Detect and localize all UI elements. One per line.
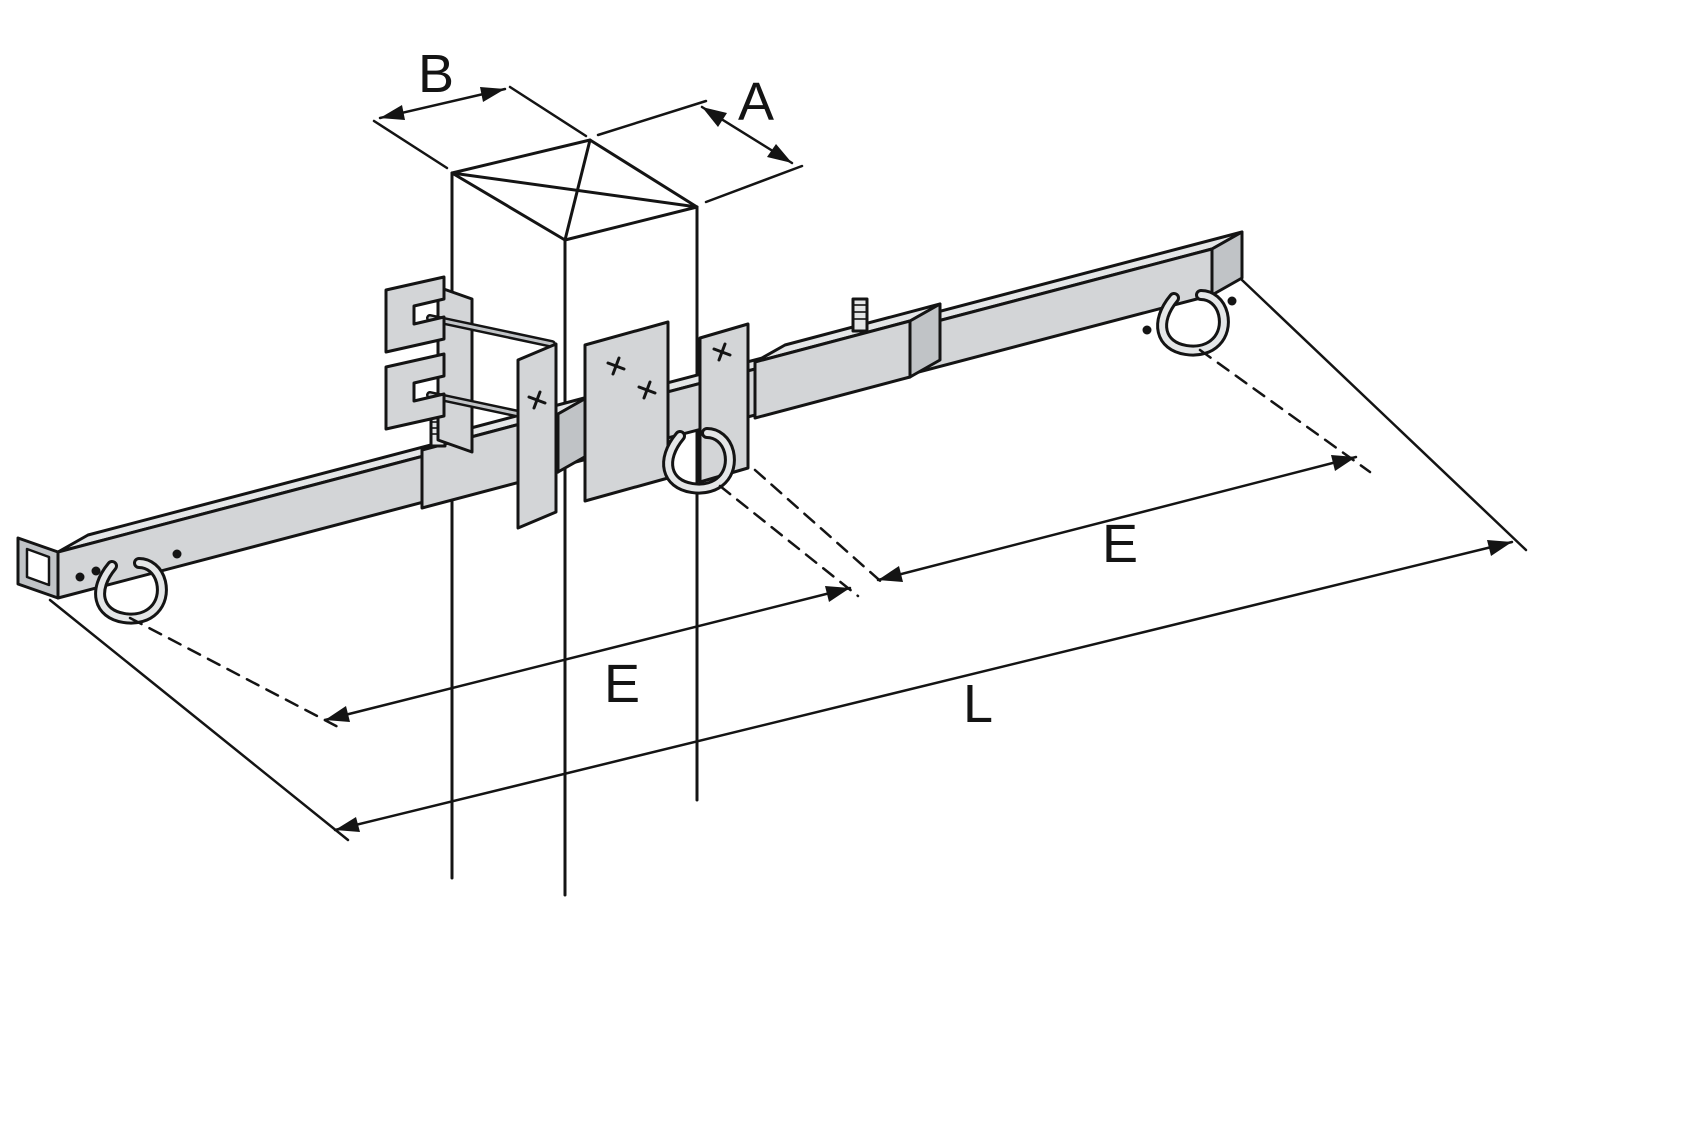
clamp-plate-center: [583, 320, 670, 503]
dim-e-left-arrowhead: [325, 706, 350, 722]
dim-l-extension-line: [48, 598, 350, 842]
beam-hole-dot: [91, 566, 101, 576]
dimension-label-e-right: E: [1102, 514, 1138, 574]
dim-l-arrowhead: [335, 817, 360, 832]
dim-e-left-line: [323, 586, 852, 722]
dim-e-left-extension-dashed: [718, 484, 860, 598]
sleeve-right-end-face: [908, 302, 942, 379]
hanger-hook-center: [662, 427, 736, 495]
beam-hole-dot: [172, 549, 182, 559]
dimension-e-left: E: [128, 484, 860, 730]
channel-bracket-lower: [384, 352, 446, 431]
clamp-plate-left: [516, 342, 558, 530]
dim-b-arrowhead: [480, 87, 505, 102]
dim-l-arrowhead: [1487, 540, 1512, 556]
dimension-label-a: A: [738, 72, 774, 132]
dimension-label-l: L: [963, 674, 993, 734]
beam-hole-dot: [1227, 296, 1237, 306]
phillips-screw-icon: [527, 390, 547, 410]
square-post: [450, 138, 699, 897]
dim-l-extension-line: [1240, 278, 1528, 552]
beam-left-end-hole: [25, 547, 51, 587]
through-bolt-upper-highlight: [428, 316, 554, 346]
dim-a-arrowhead: [767, 144, 792, 163]
beam-hole-dot: [1142, 325, 1152, 335]
dim-b-extension-line: [372, 119, 449, 170]
phillips-screw-icon: [606, 356, 626, 376]
dim-b-extension-line: [508, 85, 588, 138]
dim-e-right-arrowhead: [878, 566, 903, 582]
dimension-label-b: B: [418, 44, 454, 104]
dim-e-right-extension-dashed: [1198, 348, 1372, 474]
post-cap-diagonal-2: [563, 138, 592, 242]
channel-bracket-upper: [384, 275, 446, 354]
beam-right-end-cap: [1210, 230, 1244, 297]
dim-a-extension-line: [596, 99, 708, 137]
clamp-plate-right: [698, 322, 750, 484]
dim-a-extension-line: [704, 164, 804, 204]
dimension-label-e-left: E: [604, 654, 640, 714]
hanger-hook-right: [1156, 289, 1230, 357]
dim-e-left-arrowhead: [825, 586, 850, 602]
dimension-e-right: E: [753, 348, 1372, 588]
dim-b-arrowhead: [380, 105, 405, 120]
dim-e-left-extension-dashed: [128, 616, 342, 730]
phillips-screw-icon: [637, 380, 657, 400]
dimension-l: L: [48, 278, 1528, 842]
dim-e-right-line: [876, 455, 1358, 582]
beam-hole-dot: [75, 572, 85, 582]
dim-l-line: [333, 540, 1514, 832]
hanger-hook-left: [94, 557, 168, 625]
phillips-screw-icon: [712, 342, 732, 362]
mounting-brackets: [384, 275, 556, 454]
dim-e-right-extension-dashed: [753, 468, 888, 588]
dim-a-arrowhead: [702, 107, 727, 127]
post-cap-diagonal-1: [450, 171, 699, 209]
sleeve-right-stud-bolt: [851, 297, 869, 333]
dimension-b: B: [372, 44, 588, 170]
dimension-a: A: [596, 72, 804, 204]
dim-e-right-arrowhead: [1331, 455, 1356, 471]
clamp-plates: [516, 320, 750, 530]
telescoping-sleeve-right: [753, 297, 942, 420]
